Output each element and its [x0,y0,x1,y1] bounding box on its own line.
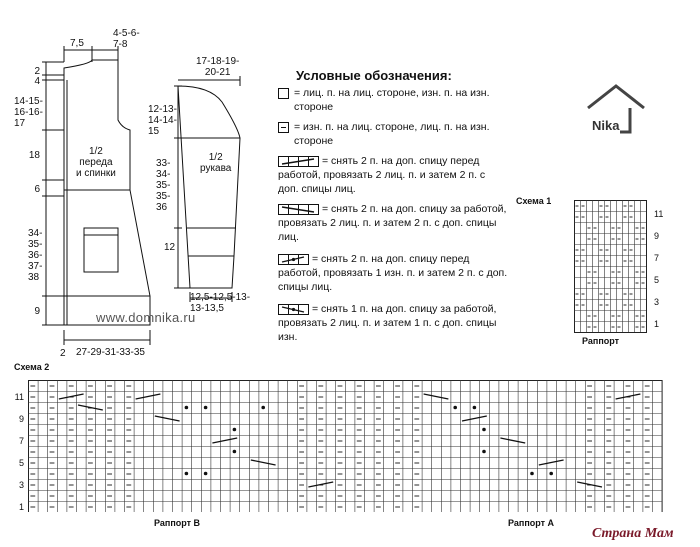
purl-cross-dot [261,405,265,410]
cable-arrow [500,437,526,444]
purl-cross-dot [482,449,486,454]
purl-cross-dot [232,427,237,432]
sleeve-schematic [174,76,241,302]
schema1-title: Схема 1 [516,196,552,206]
cable-left-icon [278,156,319,167]
dim-shoulder-drop: 4 [34,76,40,87]
cable-arrow [308,481,334,488]
schema1-row-label: 7 [654,253,660,263]
sleeve-bottom-width: 12,5-12,5-13- 13-13,5 [190,292,251,314]
legend-text-c2l: = снять 2 п. на доп. спицу перед работой… [278,155,486,195]
sleeve-top-width: 17-18-19- 20-21 [196,56,240,78]
dim-armhole: 14-15- 16-16- 17 [14,96,43,129]
schema1-row-label: 3 [654,297,660,307]
cable-arrow [135,393,161,400]
purl-symbol-icon [278,122,289,133]
sleeve-cap: 12-13- 14-14- 15 [148,104,177,137]
cable-purl-right-icon [278,304,309,315]
sleeve-cuff: 12 [164,242,176,253]
schema2-row-label: 5 [18,458,24,468]
schema1-row-label: 5 [654,275,660,285]
schema2-row-label: 1 [18,502,24,512]
schema2-row-labels: 11 9 7 5 3 1 [10,380,26,512]
body-schematic [42,46,151,345]
dim-bottom-width: 27-29-31-33-35 [76,347,145,358]
legend-item-purl: = изн. п. на лиц. стороне, лиц. п. на из… [278,120,508,148]
purl-cross-dot [184,405,189,410]
dim-hem: 9 [34,306,40,317]
schema1-row-label: 11 [654,209,664,219]
dim-top-step: 2 [34,66,40,77]
schema2-title: Схема 2 [14,362,50,372]
cable-arrow [212,437,238,444]
cable-arrow [423,393,449,400]
house-logo-icon [587,84,645,134]
legend-text-c1pr: = снять 1 п. на доп. спицу за работой, п… [278,303,497,343]
schema2-repeat-b: Раппорт В [154,518,201,528]
cable-arrow [577,481,603,488]
cable-arrow [461,415,487,422]
cable-arrow [615,393,641,400]
dim-bottom-left: 2 [60,348,66,359]
purl-cross-dot [530,471,534,476]
dim-top-width: 7,5 [70,38,84,49]
legend-item-c1pr: = снять 1 п. на доп. спицу за работой, п… [278,302,508,344]
sleeve-piece-label: 1/2 рукава [200,152,232,174]
watermark: www.domnika.ru [96,310,196,325]
dim-mid: 18 [28,150,40,161]
purl-cross-dot [549,471,553,476]
purl-cross-dot [482,427,486,432]
cable-arrow [58,393,84,400]
purl-cross-dot [184,471,189,476]
legend-text-knit: = лиц. п. на лиц. стороне, изн. п. на из… [294,87,490,113]
cable-purl-left-icon [278,254,309,265]
schema2-repeat-a: Раппорт А [508,518,555,528]
legend-text-c2r: = снять 2 п. на доп. спицу за работой, п… [278,203,507,243]
cable-arrow [250,459,276,466]
purl-cross-dot [232,449,237,454]
sleeve-body-len: 33- 34- 35- 35- 36 [156,158,171,213]
legend-item-c2l: = снять 2 п. на доп. спицу перед работой… [278,154,508,196]
schema1-row-label: 1 [654,319,660,329]
knit-symbol-icon [278,88,289,99]
nika-logo: Nika [592,118,620,133]
dim-lower: 34- 35- 36- 37- 38 [28,228,43,283]
cable-arrow [77,404,103,411]
dim-waist: 6 [34,184,40,195]
legend-item-c2r: = снять 2 п. на доп. спицу за работой, п… [278,202,508,244]
cable-arrow [154,415,180,422]
purl-cross-dot [472,405,477,410]
schema2-row-label: 7 [18,436,24,446]
schema2-row-label: 3 [18,480,24,490]
schema1-grid [574,200,647,333]
purl-cross-dot [203,405,208,410]
schema1-row-label: 9 [654,231,660,241]
schema2-grid [28,380,663,512]
schema2-row-label: 9 [18,414,24,424]
schema1-row-labels: 11 9 7 5 3 1 [652,200,672,340]
legend-item-knit: = лиц. п. на лиц. стороне, изн. п. на из… [278,86,508,114]
dim-neck-width: 4-5-6- 7-8 [113,28,140,50]
legend-item-c2pl: = снять 2 п. на доп. спицу перед работой… [278,252,508,294]
legend-text-purl: = изн. п. на лиц. стороне, лиц. п. на из… [294,121,490,147]
legend-text-c2pl: = снять 2 п. на доп. спицу перед работой… [278,253,508,293]
purl-cross-dot [453,405,458,410]
schema2-row-label: 11 [14,392,24,402]
schema1-repeat: Раппорт [582,336,620,346]
cable-arrow [538,459,564,466]
purl-cross-dot [203,471,208,476]
legend-title: Условные обозначения: [296,68,452,83]
cable-right-icon [278,204,319,215]
strana-mam-logo: Страна Мам [592,526,674,541]
body-piece-label: 1/2 переда и спинки [76,146,116,179]
